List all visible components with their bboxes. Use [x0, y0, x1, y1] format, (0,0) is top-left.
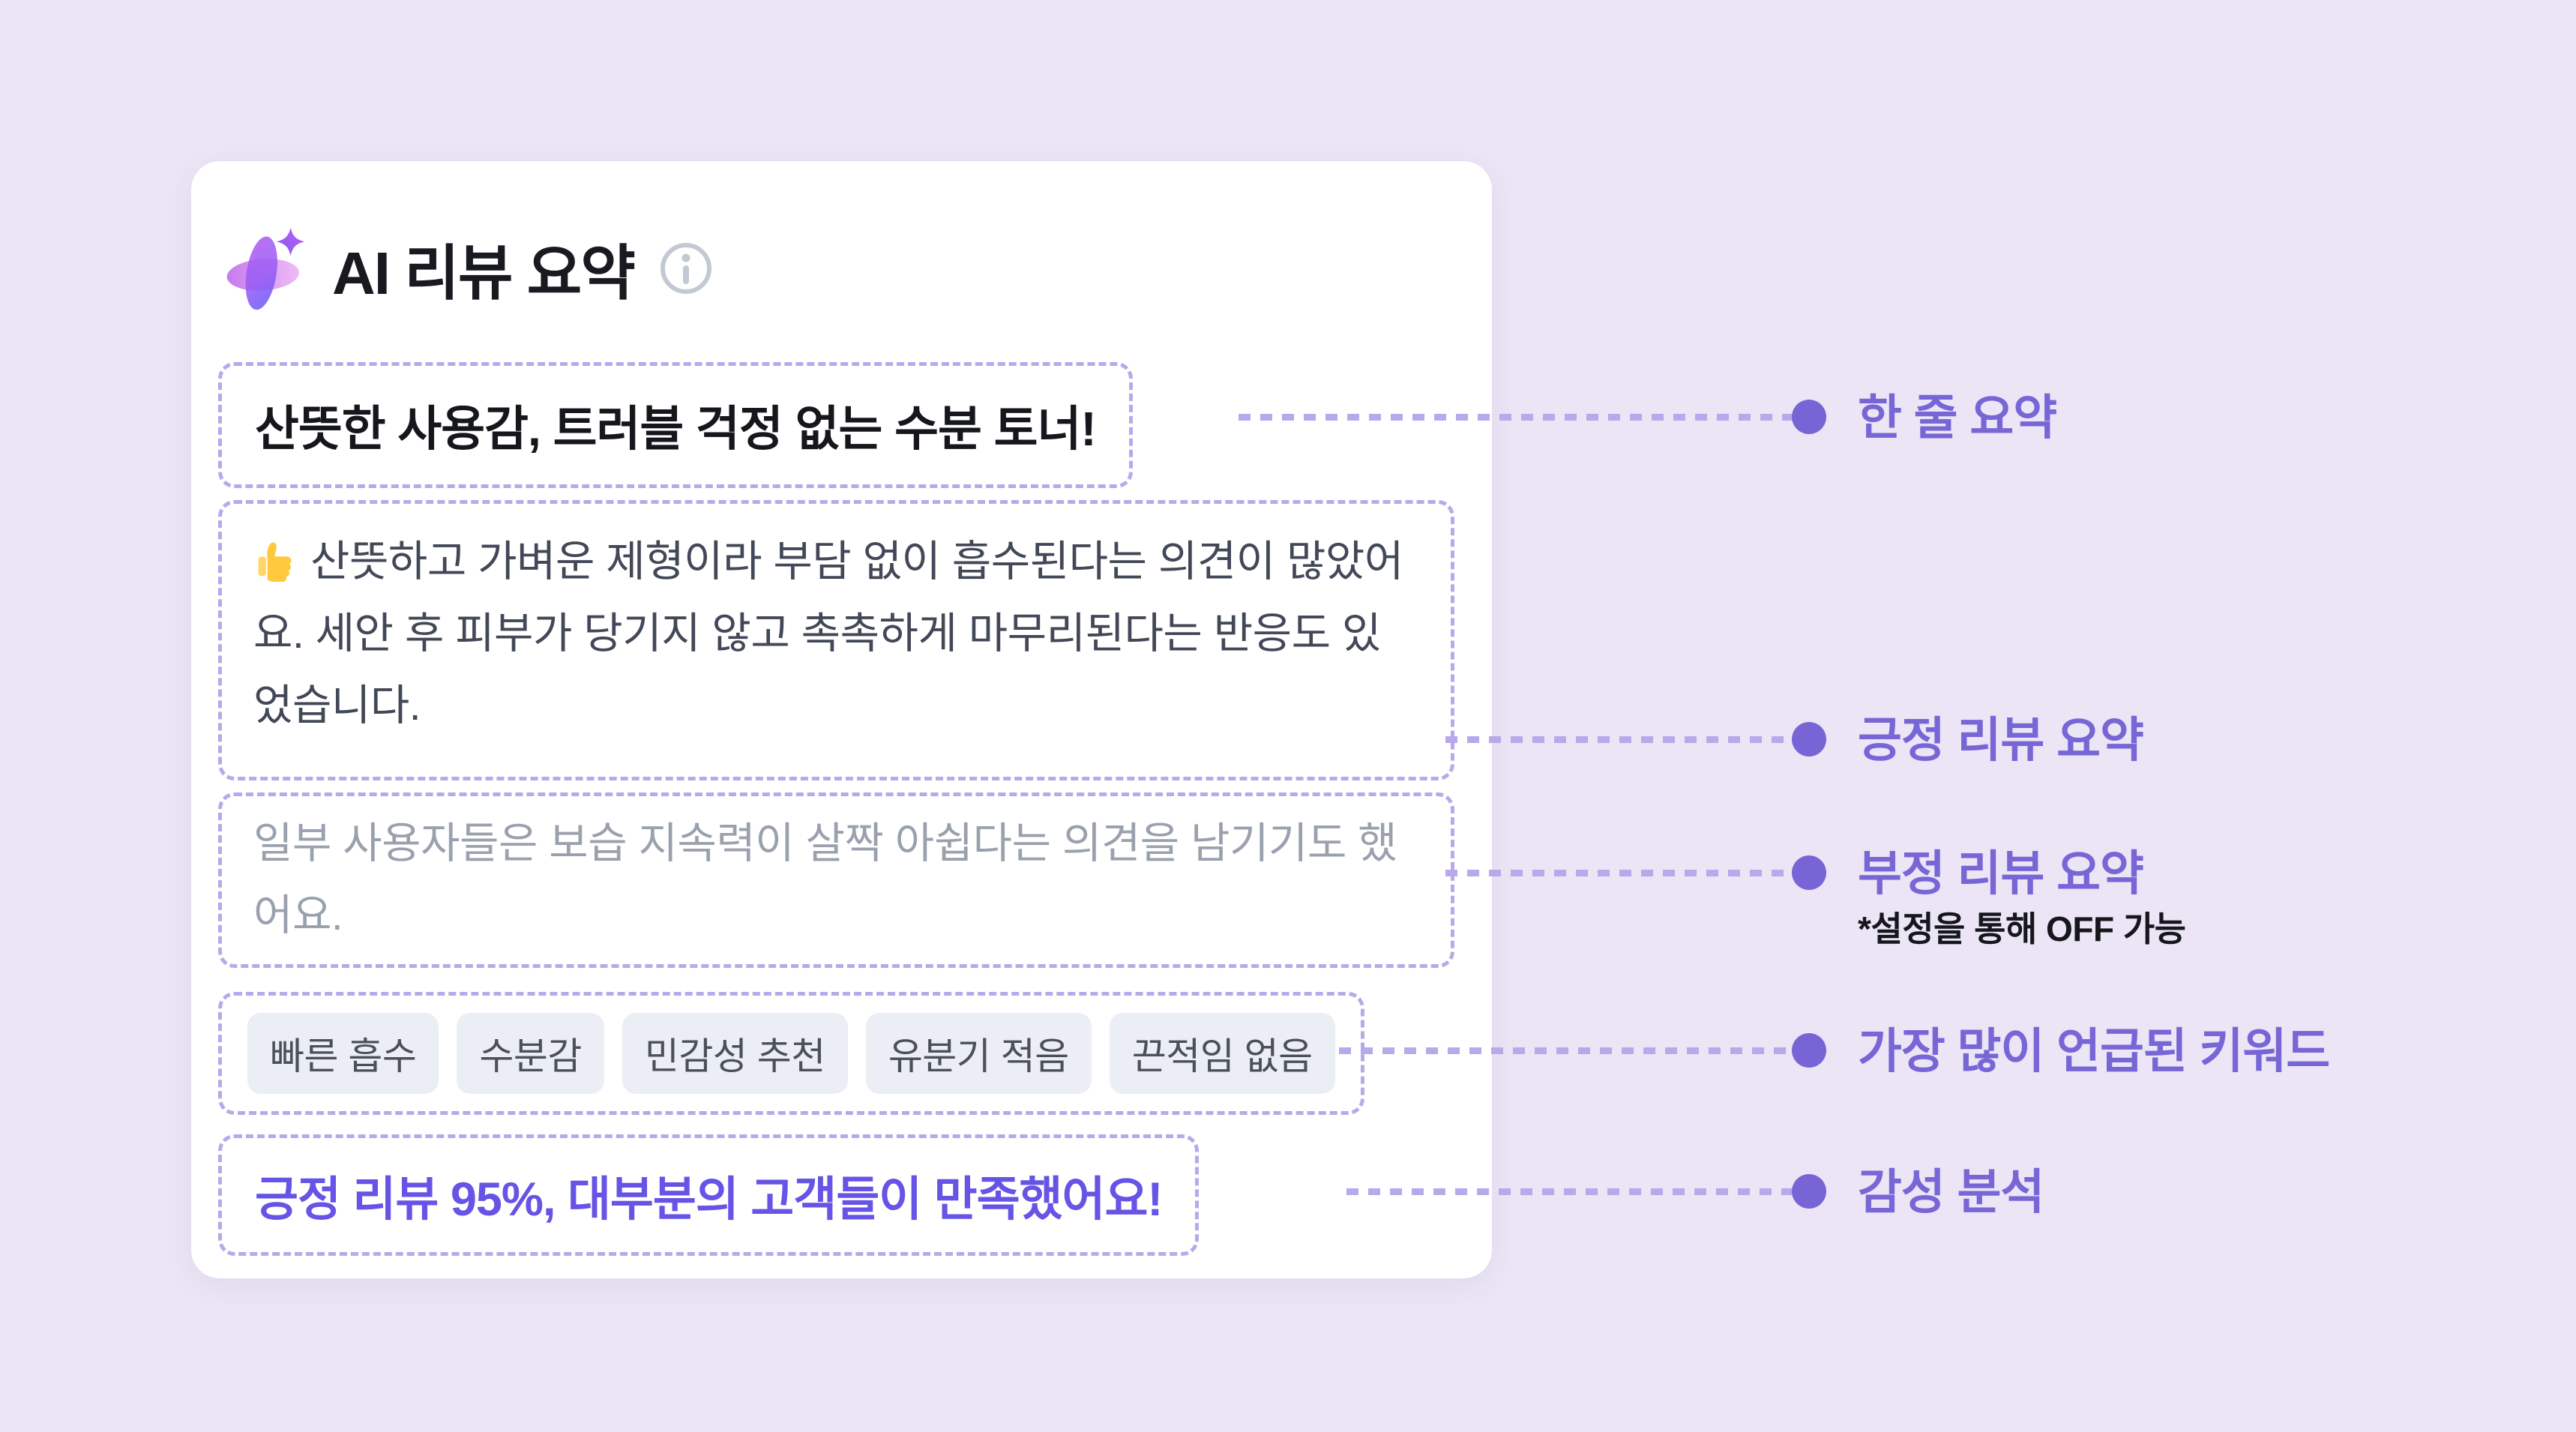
callout-negative-summary: 부정 리뷰 요약: [1858, 846, 2144, 900]
ai-review-summary-card: AI 리뷰 요약 산뜻한 사용감, 트러블 걱정 없는 수분 토너! 산뜻하고 …: [191, 161, 1492, 1278]
negative-summary-text: 일부 사용자들은 보습 지속력이 살짝 아쉽다는 의견을 남기기도 했어요.: [253, 819, 1397, 939]
sentiment-analysis-box: 긍정 리뷰 95%, 대부분의 고객들이 만족했어요!: [218, 1134, 1200, 1256]
callout-positive-summary: 긍정 리뷰 요약: [1858, 713, 2144, 767]
card-header: AI 리뷰 요약: [218, 221, 714, 316]
positive-summary-text: 산뜻하고 가벼운 제형이라 부담 없이 흡수된다는 의견이 많았어요. 세안 후…: [253, 526, 1419, 741]
keyword-chip[interactable]: 유분기 적음: [865, 1013, 1092, 1094]
keyword-chip[interactable]: 끈적임 없음: [1109, 1013, 1335, 1094]
callout-one-line-summary: 한 줄 요약: [1858, 391, 2057, 445]
bullet-dot: [1792, 855, 1826, 890]
keywords-box: 빠른 흡수 수분감 민감성 추천 유분기 적음 끈적임 없음: [218, 992, 1364, 1115]
keyword-chip[interactable]: 빠른 흡수: [247, 1013, 439, 1094]
leader-line-sentiment: [1346, 1188, 1793, 1195]
leader-line-keywords: [1339, 1047, 1793, 1054]
callout-negative-summary-note: *설정을 통해 OFF 가능: [1858, 909, 2186, 948]
page-title: AI 리뷰 요약: [332, 240, 636, 307]
bullet-dot: [1792, 722, 1826, 756]
callout-sentiment: 감성 분석: [1858, 1165, 2044, 1219]
leader-line-one-line-summary: [1239, 414, 1793, 421]
one-line-summary-text: 산뜻한 사용감, 트러블 걱정 없는 수분 토너!: [255, 402, 1097, 456]
bullet-dot: [1792, 1174, 1826, 1209]
bullet-dot: [1792, 400, 1826, 434]
leader-line-negative-summary: [1445, 870, 1793, 876]
ai-sparkle-icon: [226, 227, 305, 310]
keyword-chip[interactable]: 민감성 추천: [622, 1013, 848, 1094]
positive-review-summary-box: 산뜻하고 가벼운 제형이라 부담 없이 흡수된다는 의견이 많았어요. 세안 후…: [218, 500, 1454, 780]
thumbs-up-icon: [253, 532, 298, 582]
callout-keywords: 가장 많이 언급된 키워드: [1858, 1024, 2330, 1078]
leader-line-positive-summary: [1445, 736, 1793, 743]
keyword-chip[interactable]: 수분감: [457, 1013, 604, 1094]
negative-review-summary-box: 일부 사용자들은 보습 지속력이 살짝 아쉽다는 의견을 남기기도 했어요.: [218, 792, 1454, 968]
sentiment-text: 긍정 리뷰 95%, 대부분의 고객들이 만족했어요!: [255, 1173, 1163, 1226]
one-line-summary-box: 산뜻한 사용감, 트러블 걱정 없는 수분 토너!: [218, 362, 1133, 488]
bullet-dot: [1792, 1033, 1826, 1068]
info-icon[interactable]: [658, 241, 714, 296]
